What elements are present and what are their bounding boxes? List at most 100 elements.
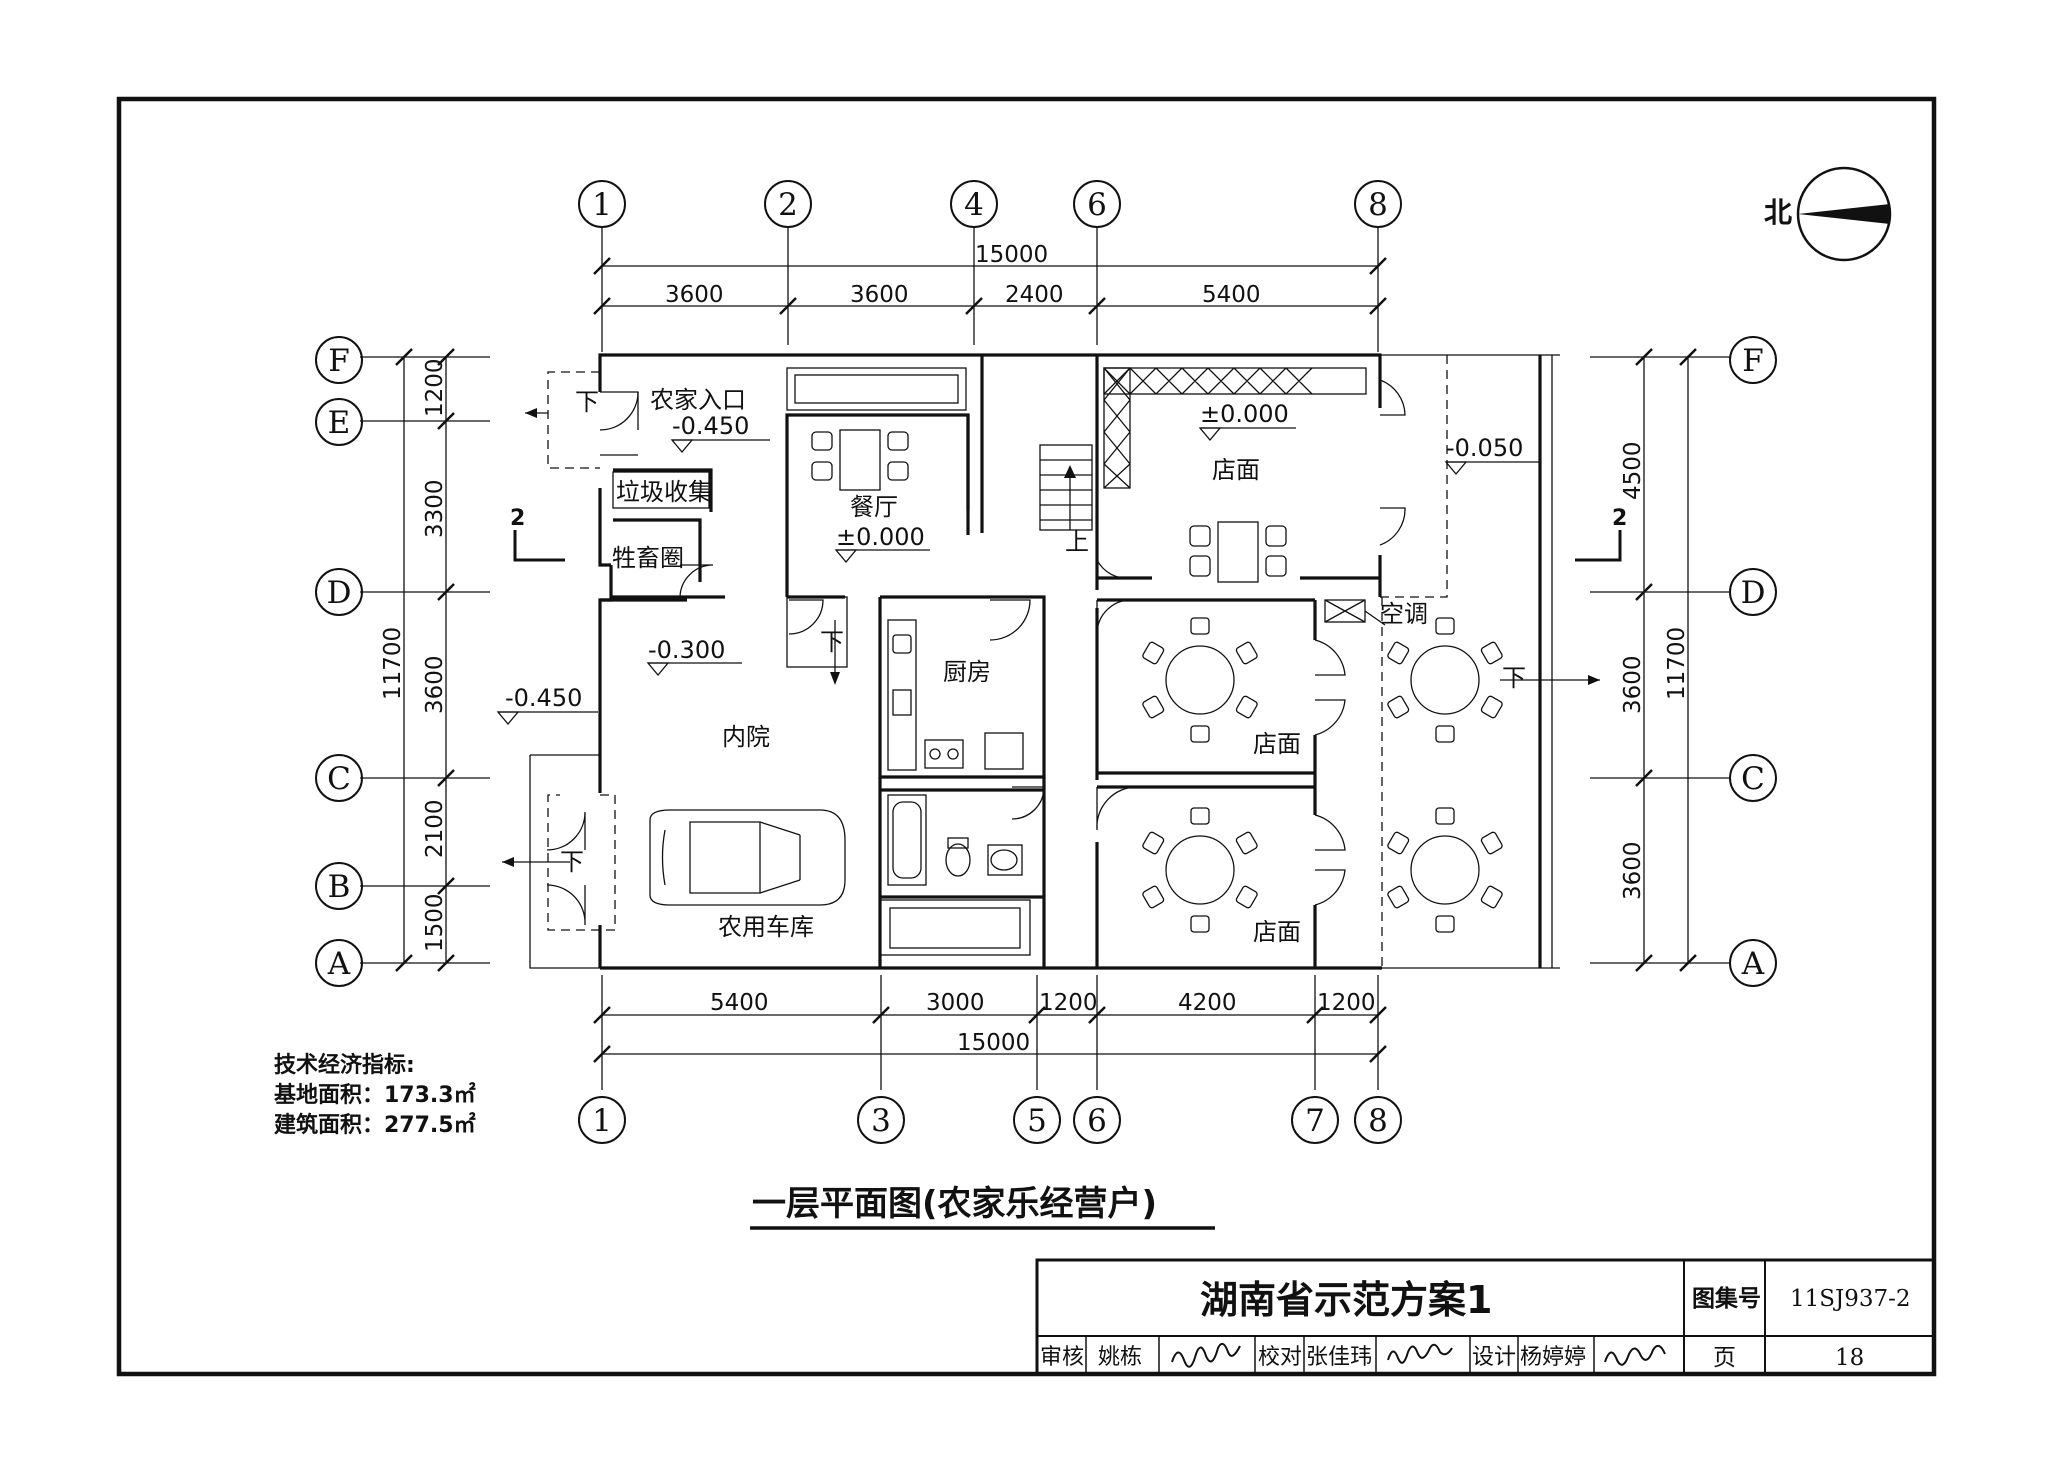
top-dimension-4: 5400 bbox=[1202, 282, 1261, 308]
section-markers bbox=[513, 530, 1622, 562]
right-axis-C: C bbox=[1741, 761, 1765, 797]
top-axis-6: 6 bbox=[1087, 187, 1107, 223]
ac-unit-icon bbox=[1324, 599, 1386, 626]
right-axis-D: D bbox=[1741, 575, 1766, 611]
left-dimension-3: 3600 bbox=[422, 655, 448, 714]
left-axis-F: F bbox=[328, 343, 350, 379]
garage-label: 农用车库 bbox=[718, 913, 814, 941]
bottom-axis-5: 5 bbox=[1027, 1103, 1047, 1139]
right-dimension-3: 3600 bbox=[1620, 841, 1646, 900]
bottom-dimension-5: 1200 bbox=[1317, 990, 1376, 1016]
terrace-boundary bbox=[1380, 354, 1560, 969]
top-axis-1: 1 bbox=[592, 187, 612, 223]
shop-level: ±0.000 bbox=[1200, 400, 1289, 428]
atlas-number: 11SJ937-2 bbox=[1790, 1286, 1911, 1312]
right-axis-A: A bbox=[1741, 946, 1765, 982]
north-label: 北 bbox=[1764, 196, 1792, 229]
left-axis-bubbles bbox=[315, 336, 363, 987]
livestock-pen-label: 牲畜圈 bbox=[612, 544, 684, 572]
shop-table-set bbox=[1189, 521, 1287, 583]
top-total-dimension: 15000 bbox=[975, 242, 1048, 268]
bottom-axis-1: 1 bbox=[592, 1103, 612, 1139]
right-axis-bubbles bbox=[1729, 336, 1777, 987]
right-dimension-2: 3600 bbox=[1620, 655, 1646, 714]
designer-name: 杨婷婷 bbox=[1520, 1345, 1586, 1370]
terrace-down-arrow bbox=[1500, 675, 1600, 685]
top-dimension-1: 3600 bbox=[665, 282, 724, 308]
stair-up-label: 上 bbox=[1065, 528, 1089, 556]
shop-bottom-label: 店面 bbox=[1253, 918, 1301, 946]
design-label: 设计 bbox=[1472, 1345, 1516, 1370]
signature-designer bbox=[1604, 1344, 1666, 1366]
reviewer-name: 姚栋 bbox=[1098, 1345, 1142, 1370]
bottom-dimension-1: 5400 bbox=[710, 990, 769, 1016]
doors bbox=[546, 379, 1406, 926]
kitchen-fixtures bbox=[887, 619, 1024, 771]
trash-collection-label: 垃圾收集 bbox=[616, 478, 712, 506]
garage-down-label: 下 bbox=[560, 848, 584, 876]
courtyard-level: -0.300 bbox=[648, 636, 725, 664]
top-axis-8: 8 bbox=[1368, 187, 1388, 223]
top-axis-bubbles bbox=[578, 180, 1402, 228]
page-label: 页 bbox=[1713, 1345, 1736, 1371]
bottom-axis-7: 7 bbox=[1305, 1103, 1325, 1139]
entrance-porch bbox=[502, 371, 616, 969]
bottom-dimension-lines bbox=[593, 975, 1387, 1090]
round-tables bbox=[1142, 617, 1503, 933]
outside-left-level: -0.450 bbox=[505, 684, 582, 712]
north-compass-icon bbox=[1796, 166, 1892, 262]
courtyard-label: 内院 bbox=[722, 723, 770, 751]
project-title: 湖南省示范方案1 bbox=[1200, 1278, 1492, 1322]
right-dimension-lines bbox=[1590, 348, 1730, 972]
top-dimension-3: 2400 bbox=[1005, 282, 1064, 308]
terrace-down-label: 下 bbox=[1502, 664, 1526, 692]
kitchen-label: 厨房 bbox=[943, 658, 991, 686]
courtyard-steps bbox=[786, 596, 848, 685]
cabinets bbox=[786, 367, 1367, 489]
top-axis-2: 2 bbox=[778, 187, 798, 223]
checker-name: 张佳玮 bbox=[1306, 1345, 1372, 1370]
left-dimension-1: 1200 bbox=[422, 358, 448, 417]
section-right-label: 2 bbox=[1612, 506, 1627, 531]
left-axis-B: B bbox=[328, 869, 351, 905]
site-area: 基地面积：173.3㎡ bbox=[274, 1082, 476, 1108]
section-left-label: 2 bbox=[510, 506, 525, 531]
indicators-title: 技术经济指标: bbox=[274, 1052, 415, 1078]
entrance-level: -0.450 bbox=[672, 412, 749, 440]
sheet-frame bbox=[116, 96, 1937, 1377]
trash-collection-box bbox=[612, 471, 710, 509]
left-axis-A: A bbox=[327, 946, 351, 982]
entrance-label: 农家入口 bbox=[650, 386, 746, 414]
dining-level: ±0.000 bbox=[836, 523, 925, 551]
atlas-number-label: 图集号 bbox=[1692, 1285, 1761, 1312]
top-dimension-lines bbox=[593, 228, 1387, 352]
left-dimension-2: 3300 bbox=[422, 479, 448, 538]
signature-reviewer bbox=[1171, 1342, 1241, 1368]
bathroom-fixtures bbox=[879, 794, 1031, 956]
right-axis-F: F bbox=[1742, 343, 1764, 379]
left-total-dimension: 11700 bbox=[380, 627, 406, 700]
bottom-axis-bubbles bbox=[578, 1096, 1402, 1144]
title-block bbox=[1035, 1258, 1936, 1376]
dining-room-label: 餐厅 bbox=[850, 493, 898, 521]
review-label: 审核 bbox=[1040, 1345, 1084, 1370]
top-axis-4: 4 bbox=[964, 187, 984, 223]
ac-label: 空调 bbox=[1380, 600, 1428, 628]
left-dimension-lines bbox=[360, 348, 490, 972]
terrace-level: -0.050 bbox=[1446, 434, 1523, 462]
check-label: 校对 bbox=[1258, 1345, 1302, 1370]
signature-checker bbox=[1387, 1343, 1453, 1364]
dining-table-set bbox=[811, 429, 909, 491]
stair bbox=[1039, 444, 1093, 531]
bottom-dimension-3: 1200 bbox=[1039, 990, 1098, 1016]
right-total-dimension: 11700 bbox=[1664, 627, 1690, 700]
level-triangles bbox=[496, 427, 1540, 726]
entrance-down-label: 下 bbox=[575, 388, 599, 416]
drawing-title: 一层平面图(农家乐经营户) bbox=[752, 1184, 1157, 1224]
bottom-axis-6: 6 bbox=[1087, 1103, 1107, 1139]
left-axis-D: D bbox=[327, 575, 352, 611]
bottom-axis-3: 3 bbox=[871, 1103, 891, 1139]
top-dimension-2: 3600 bbox=[850, 282, 909, 308]
page-number: 18 bbox=[1835, 1345, 1864, 1371]
